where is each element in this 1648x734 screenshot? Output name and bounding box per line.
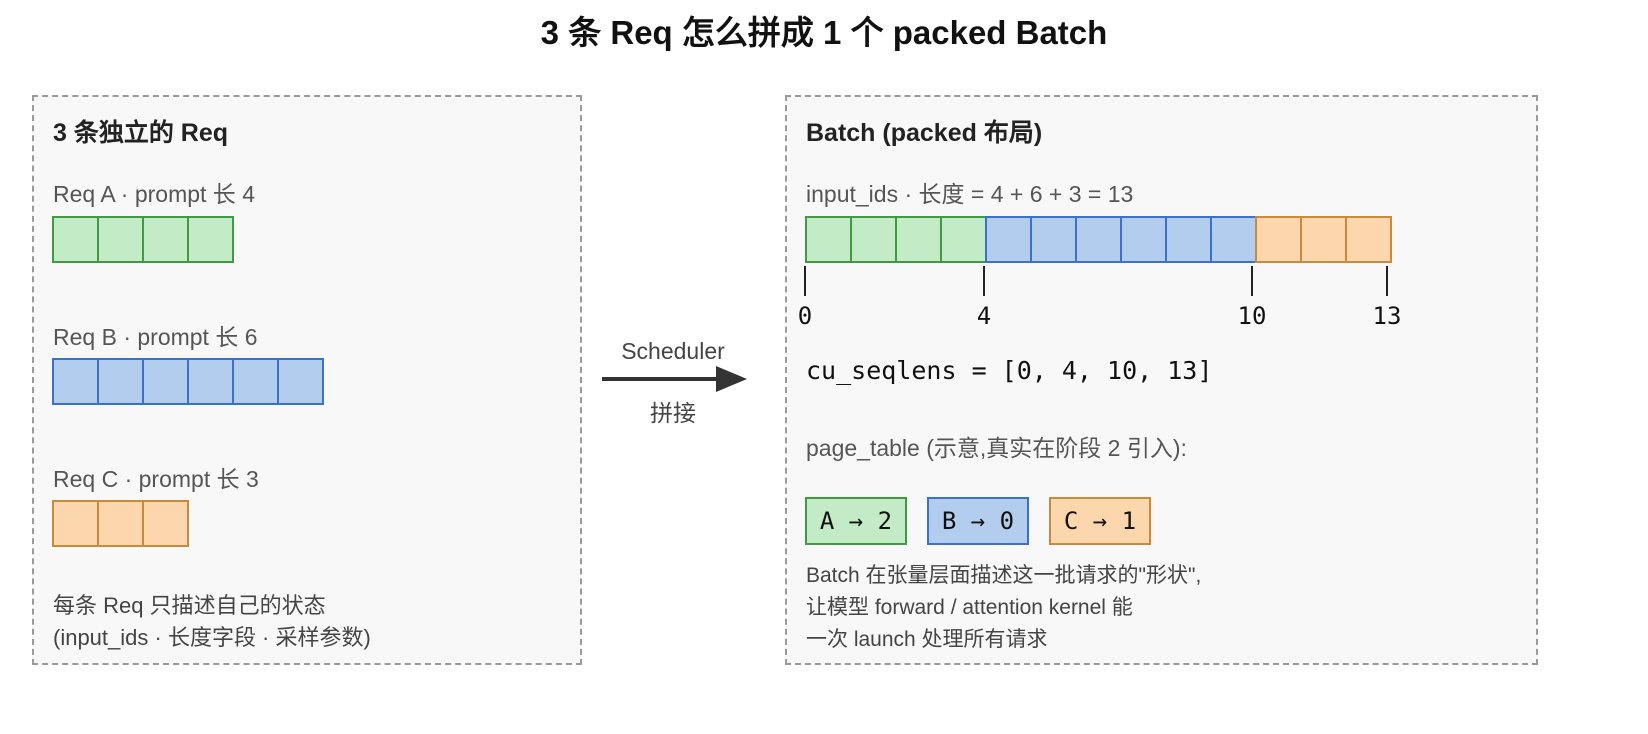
- packed-token-cell: [940, 216, 987, 263]
- left-note-line: 每条 Req 只描述自己的状态: [53, 593, 326, 618]
- token-cell: [142, 500, 189, 547]
- packed-token-cell: [985, 216, 1032, 263]
- token-cell: [97, 358, 144, 405]
- packed-token-cell: [1165, 216, 1212, 263]
- right-panel: [785, 95, 1538, 665]
- right-note-line: 让模型 forward / attention kernel 能: [806, 596, 1133, 619]
- token-cell: [277, 358, 324, 405]
- offset-label: 0: [797, 302, 813, 330]
- offset-label: 10: [1237, 302, 1267, 330]
- token-cell: [97, 500, 144, 547]
- page-table-label: page_table (示意,真实在阶段 2 引入):: [806, 435, 1187, 461]
- token-cell: [187, 216, 234, 263]
- offset-label: 4: [976, 302, 992, 330]
- packed-token-cell: [1300, 216, 1347, 263]
- token-cell: [232, 358, 279, 405]
- right-note: Batch 在张量层面描述这一批请求的"形状", 让模型 forward / a…: [806, 560, 1201, 656]
- page-table-entry-c: C → 1: [1049, 497, 1151, 545]
- offset-label: 13: [1372, 302, 1402, 330]
- token-cell: [187, 358, 234, 405]
- input-ids-label: input_ids · 长度 = 4 + 6 + 3 = 13: [806, 181, 1134, 207]
- offset-tick: [1386, 266, 1388, 296]
- right-note-line: Batch 在张量层面描述这一批请求的"形状",: [806, 564, 1202, 587]
- right-arrow-icon: [602, 366, 747, 392]
- req-a-label: Req A · prompt 长 4: [53, 181, 255, 207]
- token-cell: [142, 358, 189, 405]
- offset-tick: [1251, 266, 1253, 296]
- arrow-bottom-label: 拼接: [650, 400, 696, 426]
- req-a-token-row: [52, 216, 234, 263]
- page-table-entry-a: A → 2: [805, 497, 907, 545]
- req-c-token-row: [52, 500, 189, 547]
- req-c-label: Req C · prompt 长 3: [53, 466, 259, 492]
- cu-seqlens-text: cu_seqlens = [0, 4, 10, 13]: [806, 356, 1213, 385]
- packed-token-cell: [805, 216, 852, 263]
- req-b-token-row: [52, 358, 324, 405]
- packed-token-row: [805, 216, 1392, 263]
- token-cell: [52, 358, 99, 405]
- packed-token-cell: [850, 216, 897, 263]
- offset-tick: [804, 266, 806, 296]
- diagram-title: 3 条 Req 怎么拼成 1 个 packed Batch: [540, 14, 1108, 51]
- packed-token-cell: [895, 216, 942, 263]
- token-cell: [97, 216, 144, 263]
- packed-token-cell: [1120, 216, 1167, 263]
- token-cell: [52, 500, 99, 547]
- left-panel-title: 3 条独立的 Req: [53, 119, 229, 147]
- token-cell: [142, 216, 189, 263]
- req-b-label: Req B · prompt 长 6: [53, 324, 258, 350]
- left-note: 每条 Req 只描述自己的状态 (input_ids · 长度字段 · 采样参数…: [53, 590, 371, 654]
- right-panel-title: Batch (packed 布局): [806, 119, 1043, 147]
- packed-token-cell: [1030, 216, 1077, 263]
- page-table-entry-b: B → 0: [927, 497, 1029, 545]
- packed-token-cell: [1345, 216, 1392, 263]
- packed-token-cell: [1255, 216, 1302, 263]
- right-note-line: 一次 launch 处理所有请求: [806, 628, 1048, 651]
- left-note-line: (input_ids · 长度字段 · 采样参数): [53, 625, 371, 650]
- token-cell: [52, 216, 99, 263]
- packed-token-cell: [1075, 216, 1122, 263]
- packed-token-cell: [1210, 216, 1257, 263]
- arrow-top-label: Scheduler: [621, 338, 725, 364]
- offset-tick: [983, 266, 985, 296]
